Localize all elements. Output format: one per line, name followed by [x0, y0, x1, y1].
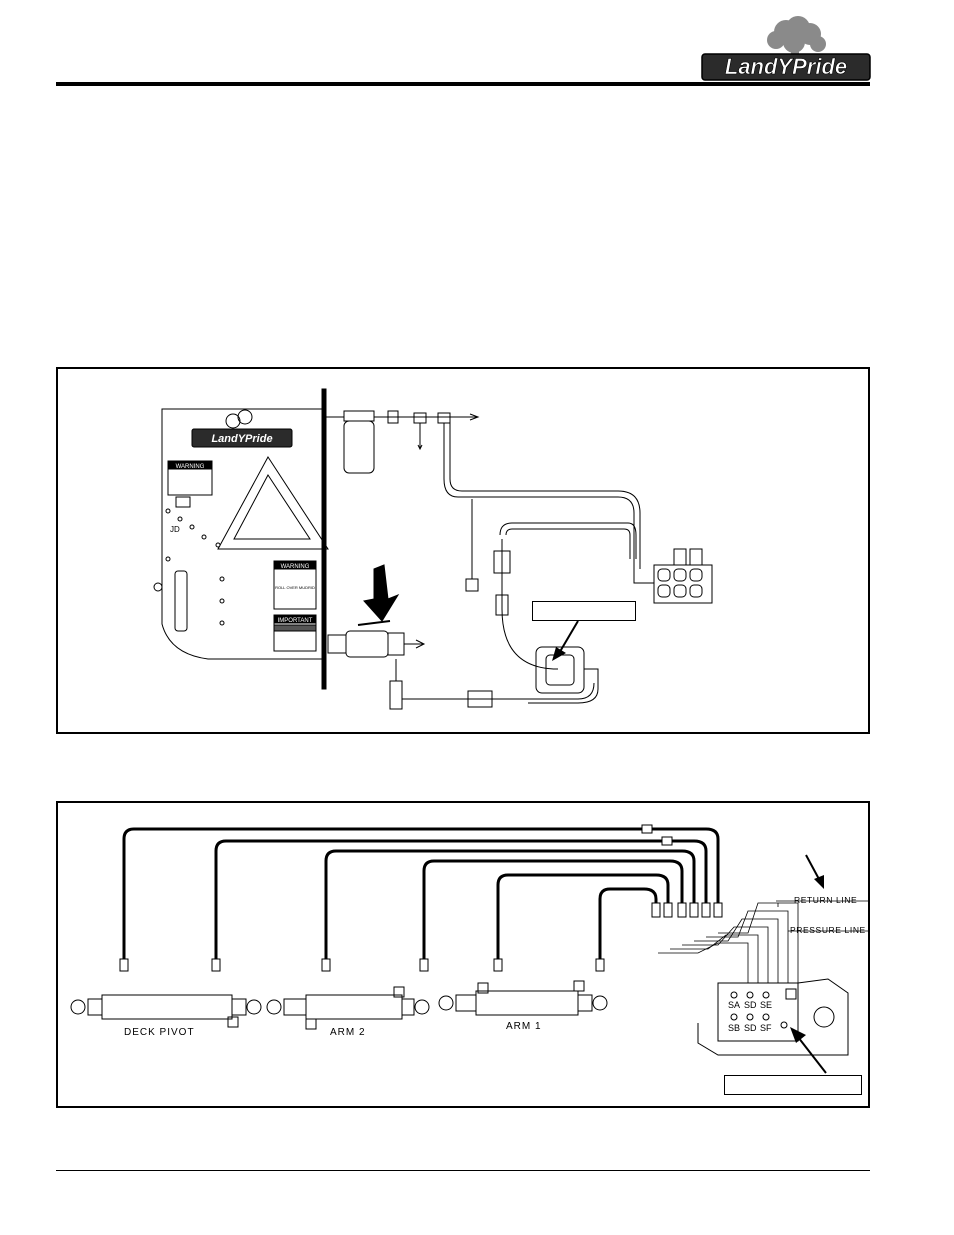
port-label-bottom-3: SF: [760, 1023, 772, 1033]
arm-2-cylinder: [266, 986, 430, 1030]
port-holes: [730, 991, 788, 1029]
panel-logo: LandYPride: [211, 433, 272, 445]
sight-gauge: [174, 570, 188, 632]
figure2-callout-box: [724, 1075, 862, 1095]
return-line-label: RETURN LINE: [794, 895, 857, 905]
arm-1-cylinder: [438, 980, 608, 1016]
valve-manifold-block: [717, 982, 799, 1042]
mount-plate: [321, 388, 327, 690]
port-label-bottom-1: SB: [728, 1023, 740, 1033]
hydraulic-hoses: [122, 827, 720, 959]
warning-decal-text: WARNING: [176, 464, 205, 470]
footer-rule: [56, 1170, 870, 1171]
cylinder-label-arm-1: ARM 1: [506, 1021, 542, 1032]
shutoff-pointer-arrow: [363, 564, 400, 622]
port-label-bottom-2: SD: [744, 1023, 757, 1033]
header-rule: [56, 82, 870, 86]
warning-decal-2-text: WARNING: [281, 564, 310, 570]
cylinder-circuit-diagram: SA SD SE SB SD SF RETURN LINE PRESSURE L…: [70, 824, 874, 1056]
pressure-line-label: PRESSURE LINE: [790, 925, 866, 935]
port-label-top-2: SD: [744, 1000, 757, 1010]
callout-pointer-arrow-2: [790, 1027, 827, 1074]
hose-fittings: [119, 824, 723, 972]
port-label-top-3: SE: [760, 1000, 772, 1010]
port-label-top-1: SA: [728, 1000, 740, 1010]
figure1-callout-box: [532, 601, 636, 621]
return-line-arrow: [805, 854, 821, 882]
logo-wordmark: LandYPride: [725, 54, 847, 79]
tank-panel: [161, 408, 323, 660]
hydraulic-figure-1: LandYPride WARNING JD WARNING ROLL OVER …: [56, 367, 870, 734]
hydraulic-pump: [535, 646, 585, 694]
landpride-logo: LandYPride: [701, 16, 871, 81]
roll-over-text: ROLL OVER MUDRID: [275, 585, 315, 590]
important-decal-text: IMPORTANT: [278, 618, 313, 624]
callout-pointer-arrow: [552, 620, 579, 661]
manifold-lines: [658, 900, 874, 1003]
side-mark: JD: [170, 525, 180, 534]
deck-pivot-cylinder: [70, 994, 262, 1028]
panel-rivets: [165, 508, 225, 626]
smv-triangle: [217, 456, 329, 550]
valve-sections: [657, 548, 703, 598]
filter-housing: [343, 410, 375, 422]
shutoff-valve: [345, 630, 389, 658]
cylinder-label-arm-2: ARM 2: [330, 1027, 366, 1038]
tank-plumbing-diagram: LandYPride WARNING JD WARNING ROLL OVER …: [153, 388, 713, 710]
cylinder-label-deck-pivot: DECK PIVOT: [124, 1027, 195, 1038]
hydraulic-figure-2: SA SD SE SB SD SF RETURN LINE PRESSURE L…: [56, 801, 874, 1108]
